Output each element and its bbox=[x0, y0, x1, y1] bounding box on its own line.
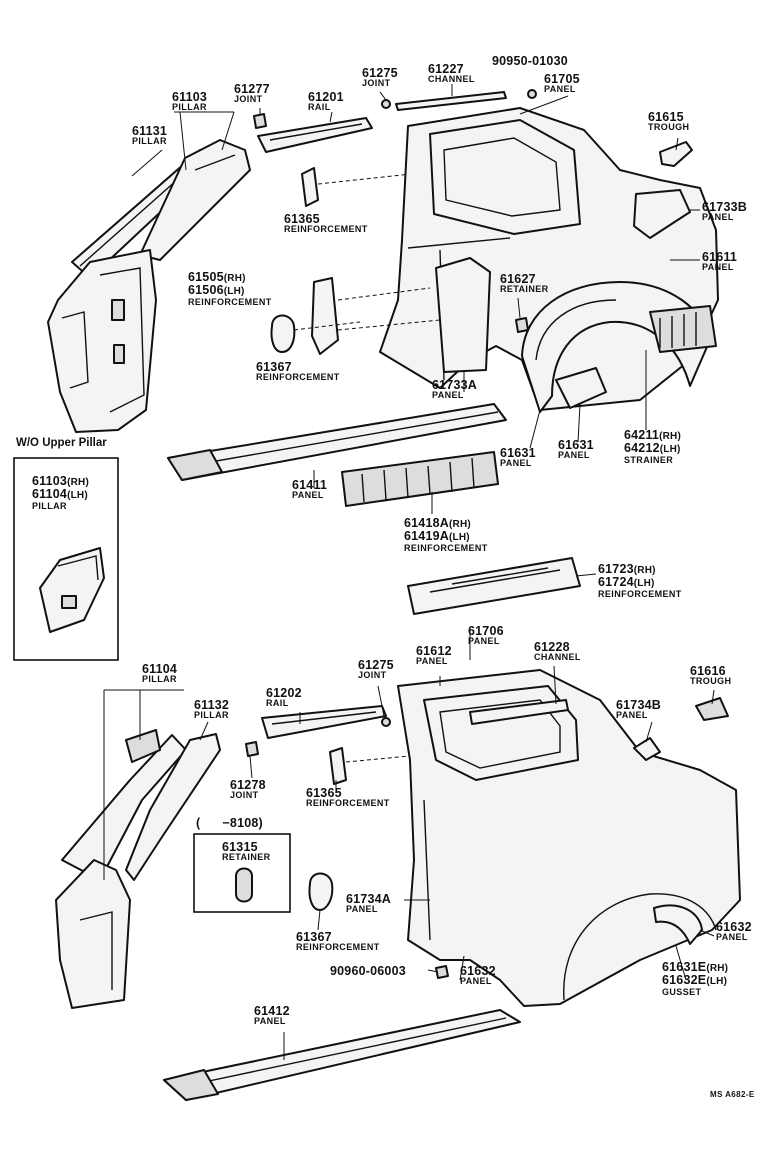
panel-61733b-drawing bbox=[633, 189, 691, 239]
panel-61733a-drawing bbox=[435, 257, 491, 373]
reinforcement-61723-drawing bbox=[407, 557, 581, 615]
panel-61411-drawing bbox=[167, 403, 507, 481]
panel-61631-drawing bbox=[555, 367, 607, 409]
quarter-panel-61706-drawing bbox=[397, 669, 741, 1007]
lower-pillar-drawing bbox=[47, 249, 157, 433]
inset-pillar-drawing bbox=[39, 547, 105, 633]
channel-61227-drawing bbox=[395, 91, 507, 111]
reinforcement-61505-drawing bbox=[311, 277, 339, 355]
clip-90960-drawing bbox=[435, 965, 449, 979]
retainer-box bbox=[193, 833, 291, 913]
panel-61734b-drawing bbox=[633, 737, 661, 761]
joint-61275b-drawing bbox=[381, 717, 391, 727]
reinforcement-61418a-drawing bbox=[341, 451, 499, 507]
label-61103-61104-inset: 61103(RH) 61104(LH) PILLAR bbox=[32, 474, 89, 511]
joint-61278-drawing bbox=[245, 741, 259, 757]
label-64211-64212: 64211(RH) 64212(LH) STRAINER bbox=[624, 428, 681, 465]
label-61631e-61632e: 61631E(RH) 61632E(LH) GUSSET bbox=[662, 960, 729, 997]
label-61505-61506: 61505(RH) 61506(LH) REINFORCEMENT bbox=[188, 270, 272, 307]
label-61418a-61419a: 61418A(RH) 61419A(LH) REINFORCEMENT bbox=[404, 516, 488, 553]
strainer-64211-drawing bbox=[649, 305, 717, 353]
pillar-61132-drawing bbox=[125, 733, 221, 881]
footer-code: MS A682-E bbox=[710, 1090, 755, 1099]
rail-61202-drawing bbox=[261, 705, 387, 739]
retainer-61315-drawing bbox=[235, 867, 253, 903]
label-wo-upper-pillar: W/O Upper Pillar bbox=[16, 437, 107, 449]
retainer-61627-drawing bbox=[515, 317, 529, 333]
clip-90950-drawing bbox=[527, 89, 537, 99]
trough-61615-drawing bbox=[659, 141, 693, 167]
inset-box bbox=[13, 457, 119, 661]
pillar-61104-drawing bbox=[55, 729, 187, 1009]
rail-61201-drawing bbox=[257, 117, 373, 153]
label-61723-61724: 61723(RH) 61724(LH) REINFORCEMENT bbox=[598, 562, 682, 599]
joint-61277-drawing bbox=[253, 113, 267, 129]
leader-lines bbox=[103, 91, 715, 1060]
joint-61275-drawing bbox=[381, 99, 391, 109]
reinforcement-61365-drawing bbox=[301, 167, 319, 207]
reinforcement-61365b-drawing bbox=[329, 747, 347, 785]
label-90960-06003: 90960-06003 bbox=[330, 964, 406, 978]
reinforcement-61367-drawing bbox=[270, 314, 296, 353]
label-range-8108: ( −8108) bbox=[196, 816, 263, 830]
panel-61632-drawing bbox=[653, 904, 703, 945]
reinforcement-61367b-drawing bbox=[308, 872, 334, 911]
panel-61412-drawing bbox=[163, 1009, 521, 1101]
label-90950-01030: 90950-01030 bbox=[492, 54, 568, 68]
